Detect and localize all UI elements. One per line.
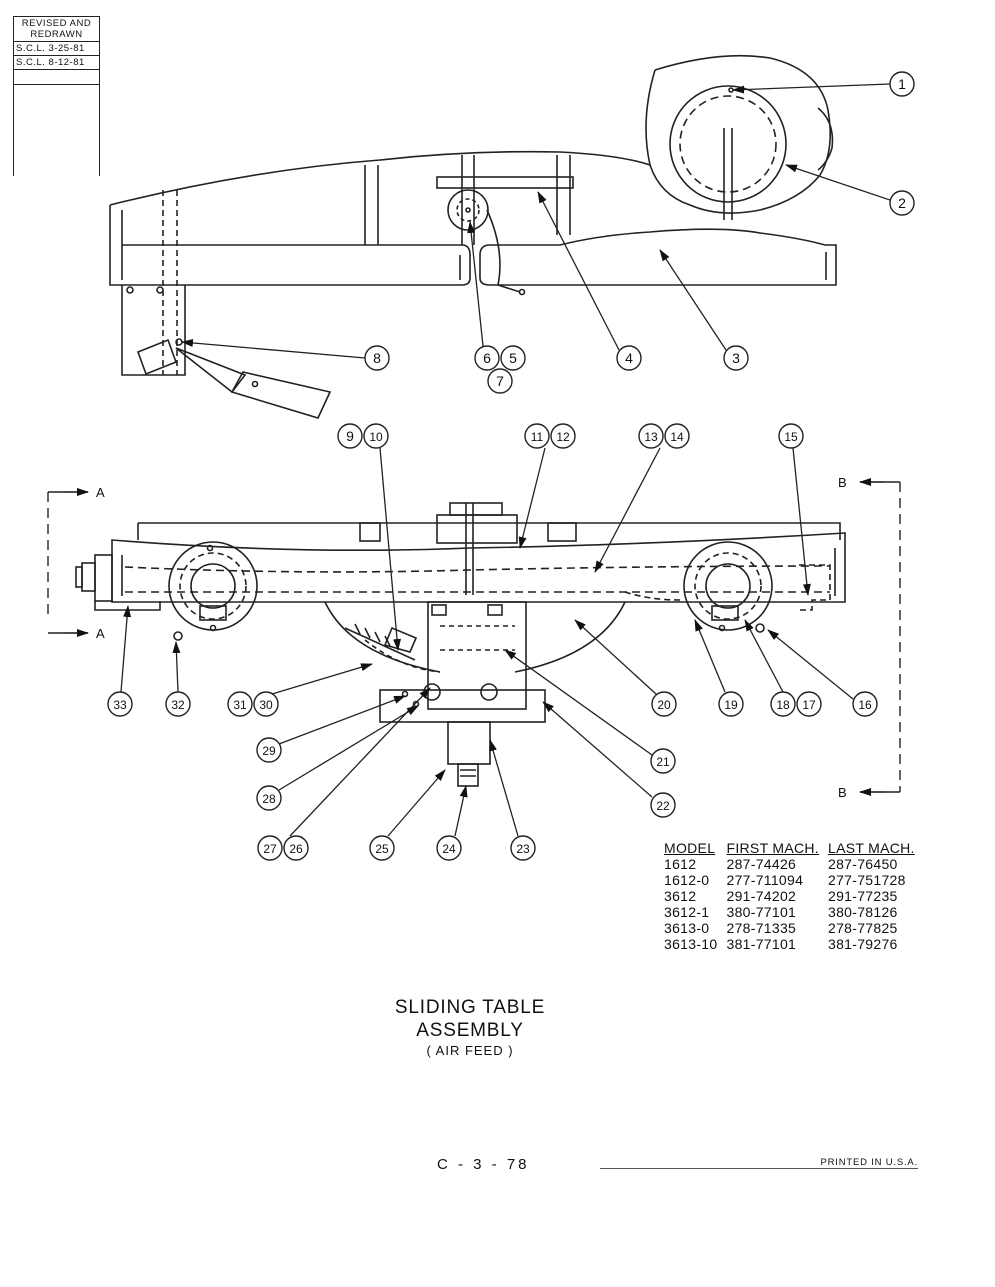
table-row: 1612-0 277-711094 277-751728 [664, 872, 924, 888]
callout-33: 33 [113, 698, 127, 712]
callout-25: 25 [375, 842, 389, 856]
model-cell: 1612-0 [664, 872, 710, 888]
model-serial-table: MODEL FIRST MACH. LAST MACH. 1612 287-74… [664, 840, 924, 952]
section-a-bottom: A [96, 626, 105, 641]
last-mach-cell: 287-76450 [827, 856, 898, 872]
callout-32: 32 [171, 698, 185, 712]
revision-entry: S.C.L. 8-12-81 [14, 56, 99, 70]
callout-16: 16 [858, 698, 872, 712]
section-markers [47, 481, 901, 793]
callout-28: 28 [262, 792, 276, 806]
callout-30: 30 [259, 698, 273, 712]
callout-18: 18 [776, 698, 790, 712]
revision-blank-row [14, 70, 99, 85]
callout-15: 15 [784, 430, 798, 444]
callout-22: 22 [656, 799, 670, 813]
callout-labels: 1 2 3 4 5 6 7 8 9 10 11 12 13 14 15 16 1… [113, 76, 906, 856]
last-mach-cell: 291-77235 [827, 888, 898, 904]
callout-1: 1 [898, 76, 906, 92]
callout-circles [107, 71, 915, 861]
callout-9: 9 [346, 428, 354, 444]
callout-24: 24 [442, 842, 456, 856]
leader-lines [63, 83, 891, 837]
first-mach-cell: 287-74426 [726, 856, 797, 872]
section-letters: A A B B [96, 475, 847, 800]
callout-11: 11 [531, 430, 544, 444]
callout-7: 7 [496, 373, 504, 389]
revision-block: REVISED AND REDRAWN S.C.L. 3-25-81 S.C.L… [13, 16, 100, 176]
model-cell: 3613-0 [664, 920, 710, 936]
table-row: 3613-10 381-77101 381-79276 [664, 936, 924, 952]
last-mach-cell: 381-79276 [827, 936, 898, 952]
column-header-first-mach: FIRST MACH. [726, 840, 819, 856]
callout-29: 29 [262, 744, 276, 758]
callout-10: 10 [369, 430, 383, 444]
first-mach-cell: 381-77101 [726, 936, 797, 952]
callout-2: 2 [898, 195, 906, 211]
callout-14: 14 [670, 430, 684, 444]
callout-6: 6 [483, 350, 491, 366]
table-row: 3612 291-74202 291-77235 [664, 888, 924, 904]
column-header-model: MODEL [664, 840, 716, 856]
section-a-top: A [96, 485, 105, 500]
first-mach-cell: 278-71335 [726, 920, 797, 936]
callout-4: 4 [625, 350, 633, 366]
printed-in-usa: PRINTED IN U.S.A. [600, 1158, 918, 1169]
model-cell: 3612-1 [664, 904, 710, 920]
top-view [109, 54, 837, 419]
callout-27: 27 [263, 842, 277, 856]
callout-5: 5 [509, 350, 517, 366]
model-cell: 3613-10 [664, 936, 718, 952]
first-mach-cell: 277-711094 [726, 872, 804, 888]
revision-header: REVISED AND REDRAWN [14, 16, 99, 42]
callout-3: 3 [732, 350, 740, 366]
table-row: 3613-0 278-71335 278-77825 [664, 920, 924, 936]
callout-23: 23 [516, 842, 530, 856]
callout-17: 17 [802, 698, 816, 712]
callout-21: 21 [656, 755, 670, 769]
callout-19: 19 [724, 698, 738, 712]
table-row: 1612 287-74426 287-76450 [664, 856, 924, 872]
title-line-3: ( AIR FEED ) [426, 1043, 514, 1058]
callout-31: 31 [233, 698, 247, 712]
drawing-title: SLIDING TABLE ASSEMBLY ( AIR FEED ) [330, 996, 610, 1060]
page-code: C - 3 - 78 [437, 1156, 530, 1173]
section-b-bottom: B [838, 785, 847, 800]
last-mach-cell: 380-78126 [827, 904, 898, 920]
title-line-1: SLIDING TABLE [394, 997, 546, 1018]
front-view [75, 502, 846, 787]
last-mach-cell: 278-77825 [827, 920, 898, 936]
callout-26: 26 [289, 842, 303, 856]
table-row: 3612-1 380-77101 380-78126 [664, 904, 924, 920]
title-line-2: ASSEMBLY [416, 1020, 524, 1041]
callout-13: 13 [644, 430, 658, 444]
revision-entry: S.C.L. 3-25-81 [14, 42, 99, 56]
first-mach-cell: 380-77101 [726, 904, 797, 920]
callout-12: 12 [556, 430, 570, 444]
section-b-top: B [838, 475, 847, 490]
column-header-last-mach: LAST MACH. [827, 840, 915, 856]
callout-8: 8 [373, 350, 381, 366]
model-cell: 1612 [664, 856, 697, 872]
model-cell: 3612 [664, 888, 697, 904]
first-mach-cell: 291-74202 [726, 888, 797, 904]
callout-20: 20 [657, 698, 671, 712]
last-mach-cell: 277-751728 [827, 872, 906, 888]
